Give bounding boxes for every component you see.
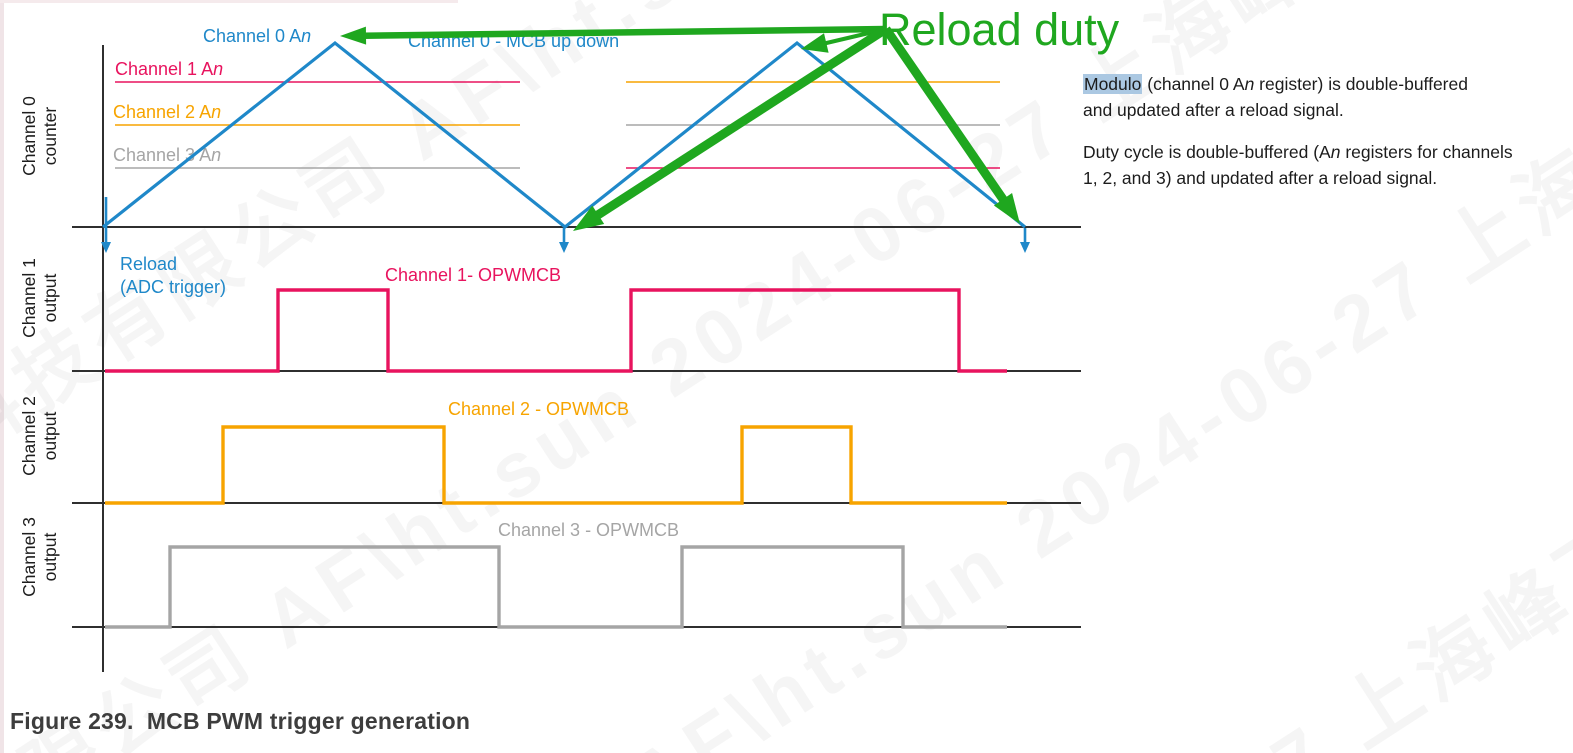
channel0-an-text: Channel 0 A bbox=[203, 26, 302, 46]
modulo-highlight: Modulo bbox=[1083, 74, 1143, 94]
reload-duty-annotation: Reload duty bbox=[879, 4, 1120, 55]
row-label-line: Channel 0 bbox=[19, 96, 39, 176]
channel0-mode-label: Channel 0 - MCB up down bbox=[408, 31, 620, 51]
side-notes: Modulo (channel 0 An register) is double… bbox=[1083, 71, 1573, 191]
row-label-line: Channel 3 bbox=[19, 517, 39, 597]
row-label-line: output bbox=[40, 273, 60, 323]
channel1-an-label: Channel 1 An bbox=[115, 59, 223, 80]
duty-cycle-note: Duty cycle is double-buffered (An regist… bbox=[1083, 139, 1573, 191]
channel3-an-text: Channel 3 A bbox=[113, 145, 212, 165]
note-text: and updated after a reload signal. bbox=[1083, 100, 1344, 120]
note-italic-n: n bbox=[1244, 74, 1255, 94]
channel3-an-label: Channel 3 An bbox=[113, 145, 221, 166]
row-label-channel1-output: Channel 1 output bbox=[19, 218, 61, 378]
reload-label-line1: Reload bbox=[120, 254, 178, 274]
reload-adc-trigger-label: Reload (ADC trigger) bbox=[120, 253, 226, 299]
reload-label-line2: (ADC trigger) bbox=[120, 277, 227, 297]
note-text: Duty cycle is double-buffered (A bbox=[1083, 142, 1331, 162]
figure-caption: Figure 239. MCB PWM trigger generation bbox=[10, 708, 471, 734]
note-text: (channel 0 A bbox=[1142, 74, 1245, 94]
channel2-an-label: Channel 2 An bbox=[113, 102, 221, 123]
channel2-an-text: Channel 2 A bbox=[113, 102, 212, 122]
row-label-line: counter bbox=[40, 106, 60, 166]
note-text: register) is double-buffered bbox=[1254, 74, 1468, 94]
note-italic-n: n bbox=[1330, 142, 1341, 162]
note-text: 1, 2, and 3) and updated after a reload … bbox=[1083, 168, 1438, 188]
channel3-opwmcb-label: Channel 3 - OPWMCB bbox=[498, 520, 680, 540]
modulo-note: Modulo (channel 0 An register) is double… bbox=[1083, 71, 1573, 123]
channel0-an-n: n bbox=[301, 26, 312, 46]
row-label-line: Channel 1 bbox=[19, 258, 39, 338]
channel1-an-text: Channel 1 A bbox=[115, 59, 214, 79]
channel2-an-n: n bbox=[211, 102, 222, 122]
row-label-line: output bbox=[40, 532, 60, 582]
channel0-an-label: Channel 0 An bbox=[203, 26, 311, 47]
channel1-an-n: n bbox=[213, 59, 224, 79]
page-top-edge bbox=[0, 0, 458, 3]
row-label-channel0-counter: Channel 0 counter bbox=[19, 56, 61, 216]
row-label-channel3-output: Channel 3 output bbox=[19, 477, 61, 637]
page-left-edge bbox=[0, 0, 4, 753]
channel3-an-n: n bbox=[211, 145, 222, 165]
channel2-opwmcb-label: Channel 2 - OPWMCB bbox=[448, 399, 630, 419]
note-text: registers for channels bbox=[1340, 142, 1513, 162]
channel1-opwmcb-label: Channel 1- OPWMCB bbox=[385, 265, 562, 285]
